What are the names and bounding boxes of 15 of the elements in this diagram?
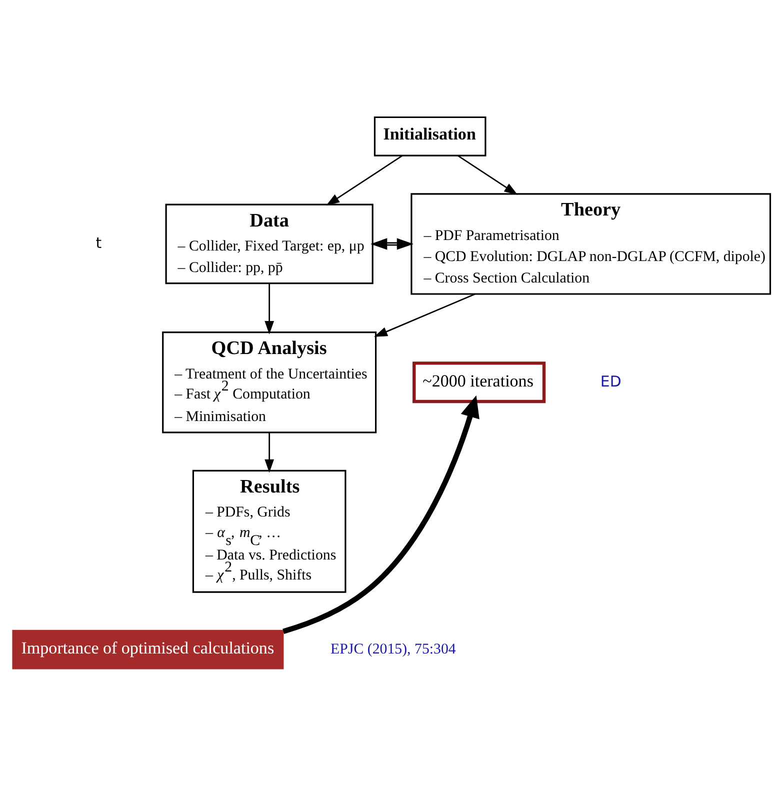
arrow: [326, 154, 403, 206]
label: EPJC (2015), 75:304: [330, 641, 456, 658]
label: ED: [600, 372, 622, 390]
arrow: [264, 432, 274, 472]
node-box: Theory – PDF Parametrisation – QCD Evolution: DGLAP non-DGLAP (CCFM, dipole) – Cross Section Calculation: [410, 192, 772, 294]
node-box: ~2000 iterations: [412, 361, 546, 403]
arrow: [264, 283, 274, 334]
arrow: [457, 154, 518, 194]
arrow: [374, 292, 476, 336]
arrow: [282, 394, 480, 634]
node-box: Data – Collider, Fixed Target: ep, μp – Collider: pp, pp̄: [165, 203, 374, 284]
arrow: [370, 238, 414, 250]
node-box: Importance of optimised calculations: [12, 629, 284, 669]
label: t: [96, 233, 102, 252]
node-box: Initialisation: [374, 116, 486, 156]
